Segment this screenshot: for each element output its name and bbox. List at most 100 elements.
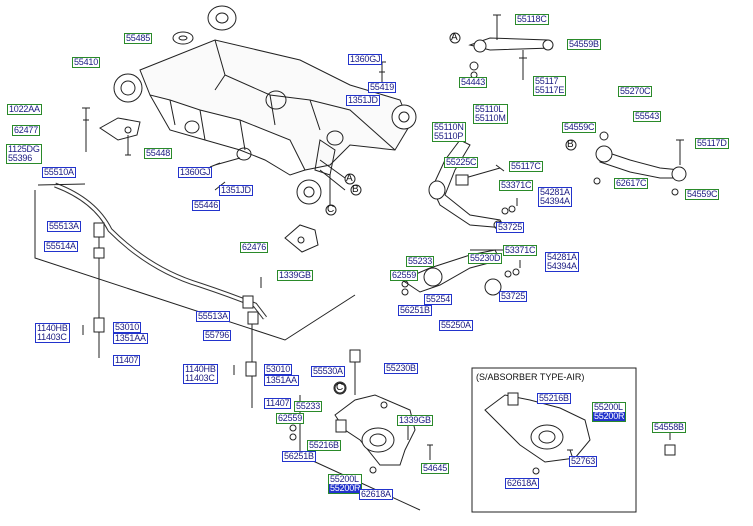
part-number: 55543 — [635, 111, 660, 121]
part-number: 55118C — [517, 14, 547, 24]
callout-letter: C — [336, 382, 344, 393]
part-number: 55110L — [475, 104, 504, 114]
part-label-55446: 55446 — [192, 200, 221, 211]
part-label-55254: 55254 — [424, 294, 453, 305]
part-number: 62559 — [392, 270, 417, 280]
part-label-1351aa: 1351AA — [264, 375, 299, 386]
part-number: 55110P — [434, 131, 464, 141]
part-number: 1351AA — [266, 375, 297, 385]
part-number: 53725 — [501, 291, 526, 301]
part-number: 1360GJ — [180, 167, 211, 177]
part-label-62618a: 62618A — [505, 478, 539, 489]
part-label-1351jd: 1351JD — [219, 185, 253, 196]
part-number: 1351JD — [348, 95, 378, 105]
part-number: 53371C — [505, 245, 536, 255]
part-number: 55216B — [539, 393, 569, 403]
part-number: 55117C — [511, 161, 541, 171]
part-number: 62476 — [242, 242, 267, 252]
part-label-55270c: 55270C — [618, 86, 653, 97]
part-label-54558b: 54558B — [652, 422, 686, 433]
part-number: 1360GJ — [350, 54, 381, 64]
part-label-54559b: 54559B — [567, 39, 601, 50]
part-label-1351jd: 1351JD — [346, 95, 380, 106]
part-number: 54559B — [569, 39, 599, 49]
part-label-62618a: 62618A — [359, 489, 393, 500]
part-label-53371c: 53371C — [503, 245, 538, 256]
part-label-1339gb: 1339GB — [397, 415, 433, 426]
part-number: 55514A — [46, 241, 76, 251]
part-label-54559c: 54559C — [685, 189, 720, 200]
part-number: 1339GB — [279, 270, 311, 280]
part-number: 1351JD — [221, 185, 251, 195]
part-number: 62618A — [507, 478, 537, 488]
part-number: 55200L — [594, 402, 623, 412]
part-number: 11407 — [115, 355, 139, 365]
part-number: 55200R — [593, 411, 626, 421]
part-label-56251b: 56251B — [398, 305, 432, 316]
part-label-54443: 54443 — [459, 77, 488, 88]
part-number: 55250A — [441, 320, 471, 330]
part-label-56251b: 56251B — [282, 451, 316, 462]
part-number: 55270C — [620, 86, 651, 96]
inset-title: (S/ABSORBER TYPE-AIR) — [476, 372, 585, 382]
part-number: 54559C — [564, 122, 595, 132]
part-number: 55110M — [475, 113, 506, 123]
part-label-54559c: 54559C — [562, 122, 597, 133]
part-label-55513a: 55513A — [196, 311, 230, 322]
part-number: 56251B — [284, 451, 314, 461]
part-label-55216b: 55216B — [537, 393, 571, 404]
callout-letter: B — [567, 139, 574, 150]
part-number: 55233 — [408, 256, 433, 266]
part-label-53725: 53725 — [496, 222, 525, 233]
part-number: 54443 — [461, 77, 486, 87]
part-number: 54645 — [423, 463, 448, 473]
part-label-55233: 55233 — [406, 256, 435, 267]
part-number: 53010 — [115, 322, 140, 332]
part-label-55233: 55233 — [294, 401, 323, 412]
part-number: 55396 — [8, 153, 33, 163]
part-number: 55254 — [426, 294, 451, 304]
part-number: 55530A — [313, 366, 343, 376]
callout-letter: A — [451, 32, 458, 43]
part-label-55530a: 55530A — [311, 366, 345, 377]
part-label-1339gb: 1339GB — [277, 270, 313, 281]
part-label-1022aa: 1022AA — [7, 104, 42, 115]
part-number: 1125DG — [8, 144, 40, 154]
part-number: 55510A — [44, 167, 74, 177]
part-label-53010: 53010 — [113, 322, 142, 333]
part-number: 54281A — [547, 252, 577, 262]
part-number: 11403C — [37, 332, 67, 342]
part-number: 62617C — [616, 178, 647, 188]
part-label-62559: 62559 — [390, 270, 419, 281]
part-label-55514a: 55514A — [44, 241, 78, 252]
part-label-55216b: 55216B — [307, 440, 341, 451]
part-number: 62559 — [278, 413, 303, 423]
part-label-55419: 55419 — [368, 82, 397, 93]
part-label-55410: 55410 — [72, 57, 101, 68]
part-number: 54558B — [654, 422, 684, 432]
part-number: 55796 — [205, 330, 230, 340]
part-label-11407: 11407 — [113, 355, 141, 366]
part-number: 1140HB — [37, 323, 68, 333]
part-label-11407: 11407 — [264, 398, 292, 409]
part-label-55250a: 55250A — [439, 320, 473, 331]
part-number: 55117D — [697, 138, 727, 148]
part-label-1360gj: 1360GJ — [348, 54, 383, 65]
part-number: 54559C — [687, 189, 718, 199]
part-number: 55225C — [446, 157, 477, 167]
part-label-55543: 55543 — [633, 111, 662, 122]
part-number: 11403C — [185, 373, 215, 383]
callout-letter: B — [352, 184, 359, 195]
part-label-55118c: 55118C — [515, 14, 549, 25]
part-number: 55419 — [370, 82, 395, 92]
callout-letter: C — [327, 204, 335, 215]
